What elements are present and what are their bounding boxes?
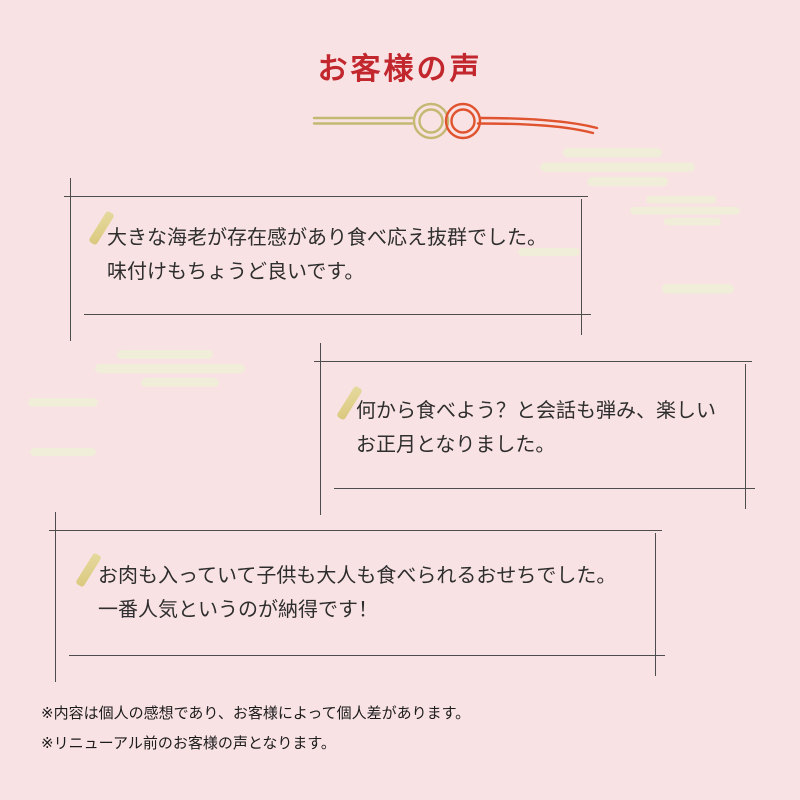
footnote-renewal-note: ※リニューアル前のお客様の声となります。 <box>41 734 336 752</box>
testimonial-card: 何から食べよう？と会話も弾み、楽しいお正月となりました。 <box>314 343 755 515</box>
cloud-icon <box>28 398 98 407</box>
testimonial-card: お肉も入っていて子供も大人も食べられるおせちでした。一番人気というのが納得です！ <box>49 512 665 682</box>
testimonial-text: 大きな海老が存在感があり食べ応え抜群でした。味付けもちょうど良いです。 <box>107 225 547 283</box>
testimonial-text: 何から食べよう？と会話も弾み、楽しいお正月となりました。 <box>356 398 716 456</box>
frame-line-right <box>655 533 656 676</box>
frame-line-bottom <box>69 655 665 656</box>
cloud-icon <box>662 284 734 294</box>
frame-line-left <box>70 178 71 341</box>
testimonial-text: お肉も入っていて子供も大人も食べられるおせちでした。一番人気というのが納得です！ <box>98 563 617 621</box>
mizuhiki-knot-icon <box>308 92 603 150</box>
testimonial-card: 大きな海老が存在感があり食べ応え抜群でした。味付けもちょうど良いです。 <box>64 178 591 341</box>
frame-line-left <box>320 343 321 515</box>
frame-line-top <box>49 530 662 531</box>
cloud-pattern <box>95 350 245 394</box>
cloud-pattern <box>630 196 740 228</box>
cloud-pattern <box>662 284 734 297</box>
cloud-icon <box>95 350 245 387</box>
frame-line-right <box>745 364 746 509</box>
cloud-pattern <box>540 148 695 193</box>
cloud-icon <box>30 448 96 457</box>
cloud-pattern <box>28 398 98 411</box>
cloud-icon <box>630 196 740 226</box>
mizuhiki-knot-svg <box>312 102 599 140</box>
frame-line-top <box>314 361 752 362</box>
footnote-disclaimer: ※内容は個人の感想であり、お客様によって個人差があります。 <box>41 704 471 722</box>
cloud-pattern <box>30 448 96 460</box>
frame-line-top <box>64 196 588 197</box>
frame-line-left <box>55 512 56 682</box>
frame-line-bottom <box>334 488 755 489</box>
cloud-icon <box>540 148 695 187</box>
page-title: お客様の声 <box>317 52 483 87</box>
footnotes: ※内容は個人の感想であり、お客様によって個人差があります。 ※リニューアル前のお… <box>41 702 470 762</box>
frame-line-right <box>581 199 582 335</box>
frame-line-bottom <box>84 314 591 315</box>
